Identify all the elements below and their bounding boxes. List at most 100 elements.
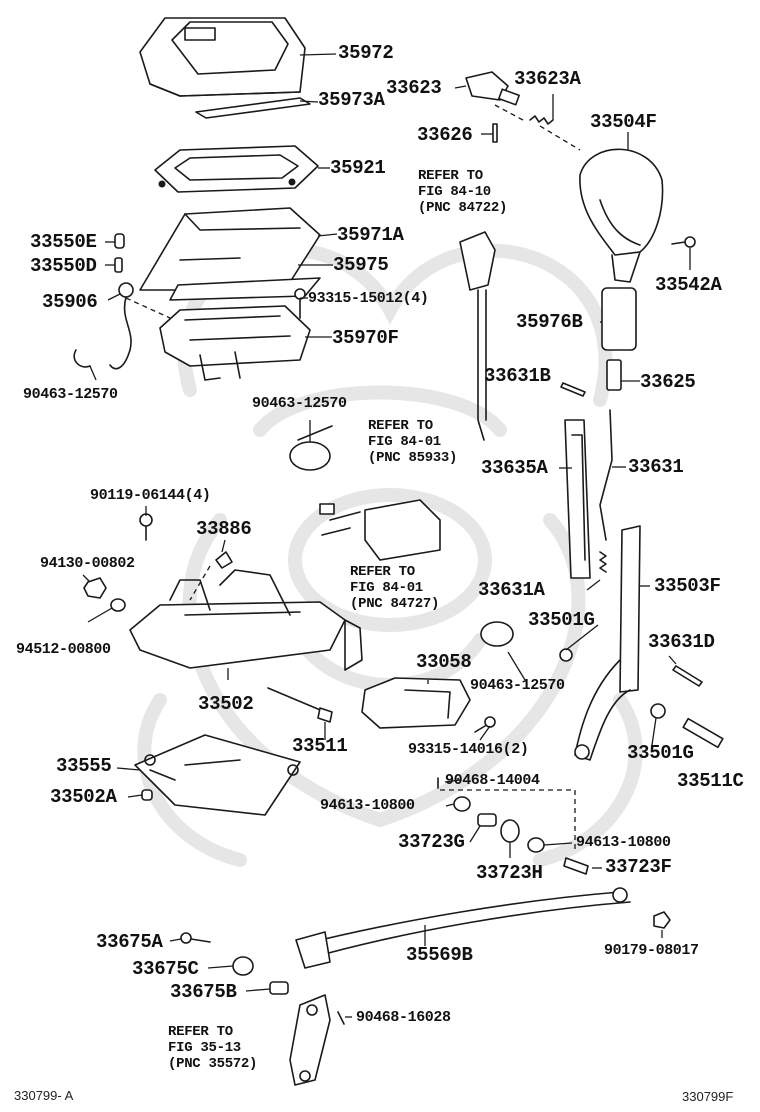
part-label: 90468-16028 [356,1009,451,1026]
indicator-35921 [154,145,319,193]
part-label: 35970F [332,327,399,349]
switch-cable [459,231,496,441]
part-label: 94613-10800 [320,797,415,814]
part-label: 93315-14016(2) [408,741,529,758]
part-label: 35971A [337,224,404,246]
solenoid-33058 [344,619,471,729]
refer-note-fig-84-10: REFER TO FIG 84-10 (PNC 84722) [418,168,507,216]
part-label: 35972 [338,42,394,64]
spring-33623a [529,115,554,125]
part-label: 33623A [514,68,581,90]
spring-33631a [599,551,607,573]
connector-assembly [319,499,441,561]
lever-33503f [574,525,641,761]
part-label: 33675C [132,958,199,980]
rod-33631 [599,409,613,541]
nut-94130-00802 [83,577,107,599]
part-label: 33631B [484,365,551,387]
part-label: 33502 [198,693,254,715]
part-label: 35921 [330,157,386,179]
part-label: 33625 [640,371,696,393]
bushing-33501g-b [650,703,666,719]
nut-90179-08017 [653,911,671,929]
part-label: 93315-15012(4) [308,290,429,307]
pin-33723f [563,857,589,875]
part-label: 35906 [42,291,98,313]
console-cover-35972 [139,17,306,97]
refer-note-fig-35-13: REFER TO FIG 35-13 (PNC 35572) [168,1024,257,1072]
bulb-33550e [114,233,125,249]
refer-line: REFER TO [418,168,483,184]
bolt-33675a [180,932,211,944]
bolt-33511 [267,687,333,723]
pin-33625 [606,359,622,391]
base-plate-33502 [129,569,346,669]
clamp-90463-12570-c [480,621,514,647]
screw-93315-15012 [294,288,306,319]
part-label: 33501G [627,742,694,764]
part-label: 90463-12570 [470,677,565,694]
part-label: 33723H [476,862,543,884]
part-label: 33503F [654,575,721,597]
refer-line: FIG 84-01 [368,434,441,451]
part-label: 33058 [416,651,472,673]
part-label: 33723G [398,831,465,853]
part-label: 33675B [170,981,237,1003]
bushing-33723g [477,813,497,827]
part-label: 94512-00800 [16,641,111,658]
control-lever [289,994,331,1086]
part-label: 33631D [648,631,715,653]
pin-33626 [492,123,498,143]
refer-line: FIG 35-13 [168,1040,241,1057]
part-label: 33723F [605,856,672,878]
screw-93315-14016 [474,716,496,733]
pin-33631b [560,382,586,397]
refer-note-fig-84-01-a: REFER TO FIG 84-01 (PNC 85933) [368,418,457,466]
part-label: 33623 [386,77,442,99]
refer-line: (PNC 85933) [368,450,458,467]
figure-code-right: 330799F [682,1089,734,1104]
rail-33635a [564,419,591,579]
shift-knob-33504f [579,148,664,283]
knob-sleeve-35976b [601,287,637,351]
pin-33511c [682,717,724,749]
plate-33555 [134,734,301,816]
part-label: 33511C [677,770,744,792]
figure-code-left: 330799- A [14,1088,74,1103]
part-label: 90468-14004 [445,772,540,789]
part-label: 35976B [516,311,583,333]
part-label: 33511 [292,735,348,757]
part-label: 33542A [655,274,722,296]
refer-line: (PNC 84727) [350,596,440,613]
refer-note-fig-84-01-b: REFER TO FIG 84-01 (PNC 84727) [350,564,439,612]
refer-line: REFER TO [350,564,415,580]
part-label: 33501G [528,609,595,631]
part-label: 33886 [196,518,252,540]
part-label: 90119-06144(4) [90,487,211,504]
harness-35906 [73,282,134,370]
part-label: 33675A [96,931,163,953]
part-label: 33631A [478,579,545,601]
part-label: 33550D [30,255,97,277]
part-label: 33555 [56,755,112,777]
pin-90468-16028 [337,1011,345,1025]
part-label: 33504F [590,111,657,133]
washer-94512-00800 [110,598,126,612]
collar-33675b [269,981,289,995]
part-label: 90463-12570 [23,386,118,403]
part-label: 35569B [406,944,473,966]
refer-line: (PNC 35572) [168,1056,258,1073]
part-label: 33635A [481,457,548,479]
button-33623 [465,71,520,106]
bushing-33501g-a [559,648,573,662]
plate-35973a [195,97,311,119]
refer-line: FIG 84-10 [418,184,491,201]
part-label: 94130-00802 [40,555,135,572]
part-label: 35975 [333,254,389,276]
part-label: 94613-10800 [576,834,671,851]
part-label: 33502A [50,786,117,808]
refer-line: REFER TO [168,1024,233,1040]
part-label: 33631 [628,456,684,478]
